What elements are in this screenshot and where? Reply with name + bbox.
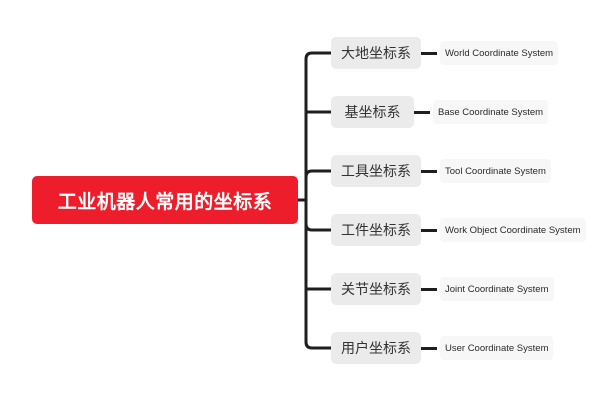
leaf-label: Base Coordinate System xyxy=(438,106,544,118)
leaf-connector xyxy=(421,51,437,55)
leaf-connector xyxy=(421,228,437,232)
leaf-label: Tool Coordinate System xyxy=(445,165,546,177)
branch-joint: 关节坐标系 Joint Coordinate System xyxy=(331,273,554,305)
branch-node-joint[interactable]: 关节坐标系 xyxy=(331,273,421,305)
branch-base: 基坐标系 Base Coordinate System xyxy=(331,96,549,128)
leaf-label: World Coordinate System xyxy=(445,47,554,59)
branch-node-world[interactable]: 大地坐标系 xyxy=(331,37,421,69)
leaf-label: User Coordinate System xyxy=(445,342,549,354)
root-node[interactable]: 工业机器人常用的坐标系 xyxy=(32,176,298,224)
leaf-node-work-object[interactable]: Work Object Coordinate System xyxy=(440,218,586,242)
root-label: 工业机器人常用的坐标系 xyxy=(57,190,273,213)
branch-user: 用户坐标系 User Coordinate System xyxy=(331,332,554,364)
branch-node-tool[interactable]: 工具坐标系 xyxy=(331,155,421,187)
leaf-connector xyxy=(421,287,437,291)
leaf-node-world[interactable]: World Coordinate System xyxy=(440,41,559,65)
branch-label: 用户坐标系 xyxy=(341,341,411,357)
branch-label: 基坐标系 xyxy=(344,105,401,121)
leaf-label: Joint Coordinate System xyxy=(445,283,549,295)
leaf-connector xyxy=(421,169,437,173)
branch-world: 大地坐标系 World Coordinate System xyxy=(331,37,559,69)
branch-label: 工具坐标系 xyxy=(341,164,411,180)
leaf-node-tool[interactable]: Tool Coordinate System xyxy=(440,159,551,183)
leaf-node-base[interactable]: Base Coordinate System xyxy=(433,100,549,124)
branch-label: 关节坐标系 xyxy=(341,282,411,298)
leaf-node-user[interactable]: User Coordinate System xyxy=(440,336,554,360)
branch-label: 工件坐标系 xyxy=(341,223,411,239)
leaf-connector xyxy=(414,110,430,114)
leaf-label: Work Object Coordinate System xyxy=(445,224,581,236)
branch-node-user[interactable]: 用户坐标系 xyxy=(331,332,421,364)
branch-label: 大地坐标系 xyxy=(341,46,411,62)
branch-tool: 工具坐标系 Tool Coordinate System xyxy=(331,155,551,187)
branch-work-object: 工件坐标系 Work Object Coordinate System xyxy=(331,214,586,246)
branch-node-work-object[interactable]: 工件坐标系 xyxy=(331,214,421,246)
leaf-node-joint[interactable]: Joint Coordinate System xyxy=(440,277,554,301)
leaf-connector xyxy=(421,346,437,350)
branch-node-base[interactable]: 基坐标系 xyxy=(331,96,414,128)
